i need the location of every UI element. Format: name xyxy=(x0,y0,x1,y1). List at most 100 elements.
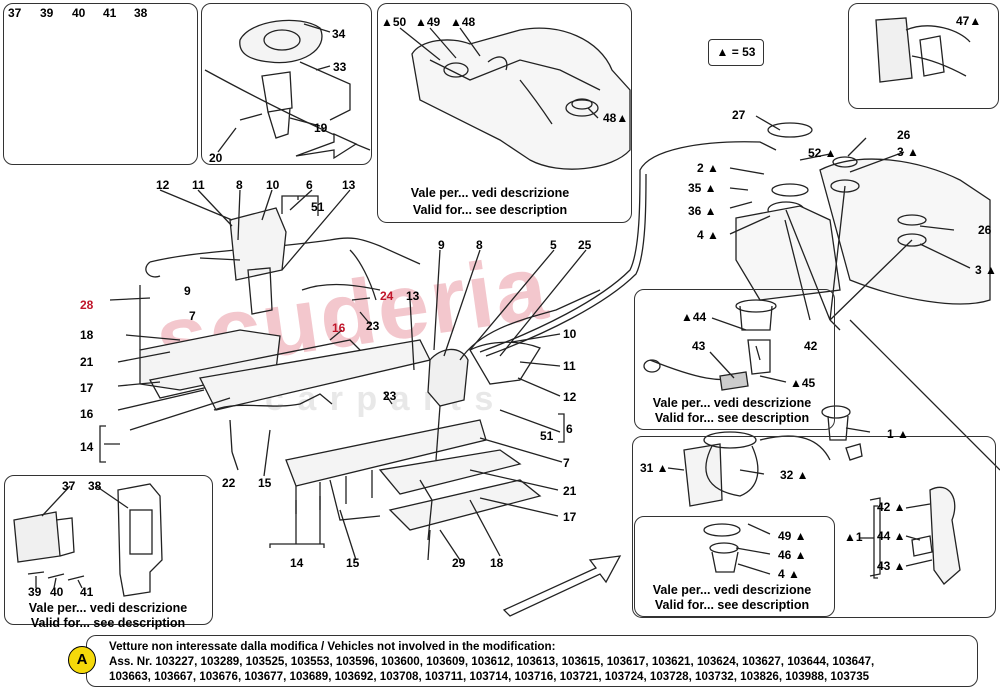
caption-mid-right-it: Vale per... vedi descrizione xyxy=(652,396,812,410)
part-label: 47▲ xyxy=(956,14,982,28)
variant-a-badge: A xyxy=(68,646,96,674)
part-label: 11 xyxy=(563,359,576,373)
part-label: 10 xyxy=(266,178,280,192)
panel-ecu-detail xyxy=(3,3,198,165)
part-label: 41 xyxy=(103,6,117,20)
part-label: 7 xyxy=(189,309,196,323)
part-label: 9 xyxy=(438,238,445,252)
part-label: 17 xyxy=(563,510,577,524)
part-label: 17 xyxy=(80,381,94,395)
outer-frame-right xyxy=(632,436,996,618)
part-label: 8 xyxy=(236,178,243,192)
part-label: 42 xyxy=(804,339,818,353)
part-label: 38 xyxy=(88,479,102,493)
part-label: 5 xyxy=(550,238,557,252)
panel-pump-module-detail xyxy=(634,289,835,430)
caption-bottom-right-it: Vale per... vedi descrizione xyxy=(652,583,812,597)
part-label: 14 xyxy=(290,556,304,570)
part-label: 15 xyxy=(346,556,360,570)
part-label: 22 xyxy=(222,476,236,490)
caption-top-center-it: Vale per... vedi descrizione xyxy=(410,186,570,200)
part-label: 34 xyxy=(332,27,346,41)
part-label: 11 xyxy=(192,178,205,192)
caption-mid-right-en: Valid for... see description xyxy=(654,411,810,425)
part-label: 36 ▲ xyxy=(688,204,717,218)
part-label: 6 xyxy=(566,422,573,436)
part-label: 3 ▲ xyxy=(975,263,997,277)
part-label: 42 ▲ xyxy=(877,500,906,514)
caption-top-center-en: Valid for... see description xyxy=(412,203,568,217)
part-label: ▲48 xyxy=(450,15,476,29)
part-label: 35 ▲ xyxy=(688,181,717,195)
part-label: 12 xyxy=(563,390,577,404)
part-label: 21 xyxy=(563,484,577,498)
caption-bottom-right-en: Valid for... see description xyxy=(654,598,810,612)
part-label: 4 ▲ xyxy=(697,228,719,242)
part-label: ▲49 xyxy=(415,15,441,29)
part-label: 43 xyxy=(692,339,706,353)
panel-fuel-filter-detail xyxy=(848,3,999,109)
exclusion-title: Vetture non interessate dalla modifica /… xyxy=(109,640,556,653)
part-label: ▲45 xyxy=(790,376,816,390)
part-label: 49 ▲ xyxy=(778,529,807,543)
part-label: 1 ▲ xyxy=(887,427,909,441)
part-label: 37 xyxy=(62,479,76,493)
part-label: 18 xyxy=(490,556,504,570)
part-label: 33 xyxy=(333,60,347,74)
legend-text: ▲ = 53 xyxy=(716,45,756,59)
vehicle-exclusion-note: Vetture non interessate dalla modifica /… xyxy=(86,635,978,687)
part-label: 21 xyxy=(80,355,94,369)
part-label: 20 xyxy=(209,151,223,165)
caption-bottom-left-en: Valid for... see description xyxy=(30,616,186,630)
part-label: 26 xyxy=(978,223,992,237)
part-label: 12 xyxy=(156,178,170,192)
part-label: 13 xyxy=(406,289,420,303)
part-label: 31 ▲ xyxy=(640,461,669,475)
part-label: ▲1 xyxy=(844,530,863,544)
part-label: 43 ▲ xyxy=(877,559,906,573)
part-label: 9 xyxy=(184,284,191,298)
part-label: 15 xyxy=(258,476,272,490)
part-label: 14 xyxy=(80,440,94,454)
part-label: 16 xyxy=(332,321,346,335)
part-label: 39 xyxy=(28,585,42,599)
part-label: 48▲ xyxy=(603,111,629,125)
part-label: 32 ▲ xyxy=(780,468,809,482)
part-label: 19 xyxy=(314,121,328,135)
part-label: 52 ▲ xyxy=(808,146,837,160)
part-label: 40 xyxy=(50,585,64,599)
part-label: 2 ▲ xyxy=(697,161,719,175)
panel-tank-detail xyxy=(377,3,632,223)
part-label: 6 xyxy=(306,178,313,192)
exclusion-numbers-2: 103663, 103667, 103676, 103677, 103689, … xyxy=(109,670,870,683)
part-label: 16 xyxy=(80,407,94,421)
panel-ecu-variant-detail xyxy=(4,475,213,625)
part-label: 18 xyxy=(80,328,94,342)
part-label: 51 xyxy=(311,200,325,214)
part-label: ▲50 xyxy=(381,15,407,29)
part-label: 44 ▲ xyxy=(877,529,906,543)
part-label: 8 xyxy=(476,238,483,252)
exclusion-numbers-1: Ass. Nr. 103227, 103289, 103525, 103553,… xyxy=(109,655,875,668)
part-label: ▲44 xyxy=(681,310,707,324)
part-label: 40 xyxy=(72,6,86,20)
panel-pump-ring-detail xyxy=(634,516,835,617)
part-label: 4 ▲ xyxy=(778,567,800,581)
part-label: 23 xyxy=(366,319,380,333)
part-label: 37 xyxy=(8,6,22,20)
part-label: 39 xyxy=(40,6,54,20)
panel-legend: ▲ = 53 xyxy=(708,39,764,66)
part-label: 26 xyxy=(897,128,911,142)
part-label: 27 xyxy=(732,108,746,122)
part-label: 51 xyxy=(540,429,554,443)
part-label: 38 xyxy=(134,6,148,20)
part-label: 10 xyxy=(563,327,577,341)
part-label: 7 xyxy=(563,456,570,470)
part-label: 46 ▲ xyxy=(778,548,807,562)
part-label: 25 xyxy=(578,238,592,252)
part-label: 23 xyxy=(383,389,397,403)
part-label: 3 ▲ xyxy=(897,145,919,159)
caption-bottom-left-it: Vale per... vedi descrizione xyxy=(28,601,188,615)
panel-pump-detail xyxy=(201,3,372,165)
